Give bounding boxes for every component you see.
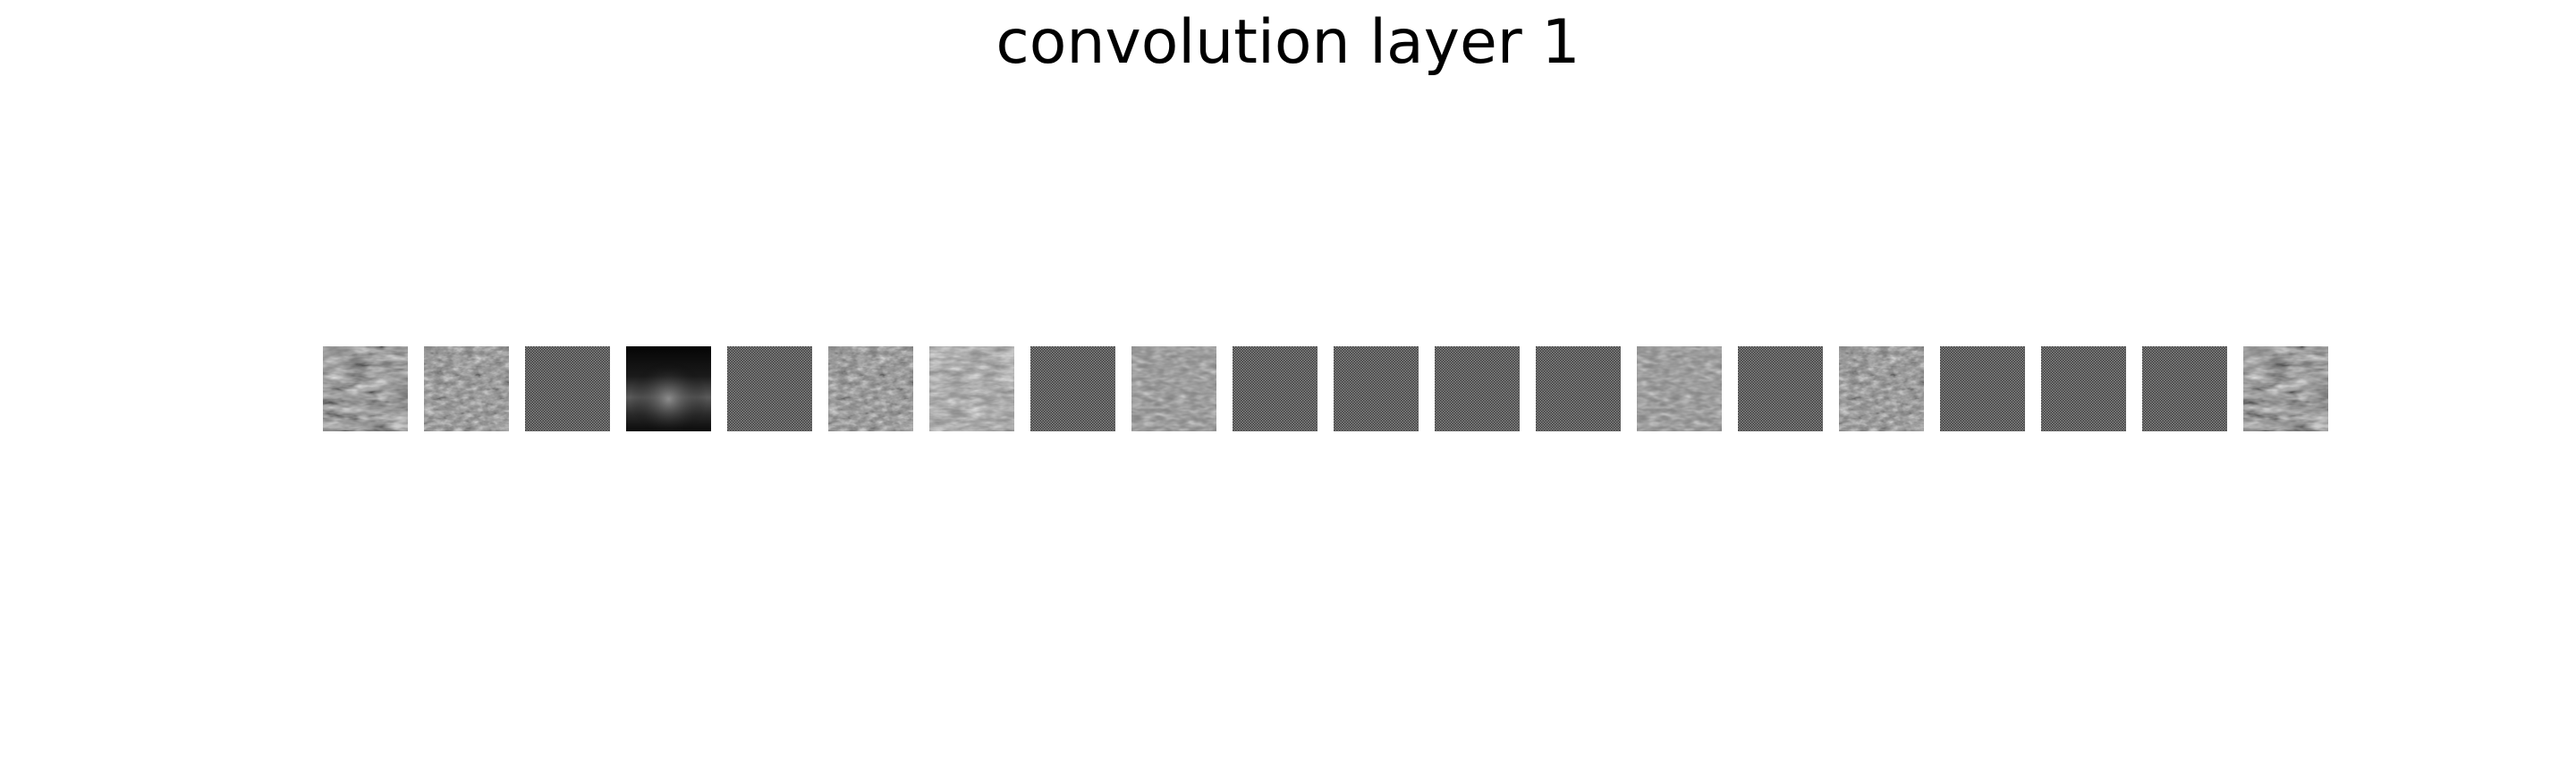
feature-map-tile	[1435, 346, 1520, 431]
feature-map-image	[2243, 346, 2328, 431]
feature-map-image	[1030, 346, 1115, 431]
feature-map-image	[424, 346, 509, 431]
feature-map-image	[1435, 346, 1520, 431]
feature-map-tile	[2243, 346, 2328, 431]
feature-map-image	[525, 346, 610, 431]
feature-map-tile	[828, 346, 913, 431]
feature-map-image	[929, 346, 1014, 431]
feature-map-image	[2041, 346, 2126, 431]
feature-map-image	[1940, 346, 2025, 431]
feature-map-tile	[2041, 346, 2126, 431]
feature-map-tile	[1940, 346, 2025, 431]
feature-map-image	[2142, 346, 2227, 431]
feature-map-image	[1839, 346, 1924, 431]
feature-map-image	[1233, 346, 1318, 431]
feature-map-image	[727, 346, 812, 431]
feature-map-image	[323, 346, 408, 431]
feature-map-tile	[323, 346, 408, 431]
feature-map-image	[1637, 346, 1722, 431]
feature-map-image	[1738, 346, 1823, 431]
feature-map-tile	[626, 346, 711, 431]
feature-map-tile	[1131, 346, 1216, 431]
feature-map-grid	[323, 346, 2328, 431]
feature-map-image	[1334, 346, 1419, 431]
feature-map-image	[1131, 346, 1216, 431]
feature-map-image	[1536, 346, 1621, 431]
feature-map-tile	[1233, 346, 1318, 431]
feature-map-tile	[1637, 346, 1722, 431]
feature-map-tile	[1536, 346, 1621, 431]
feature-map-tile	[525, 346, 610, 431]
feature-map-tile	[424, 346, 509, 431]
feature-map-image	[626, 346, 711, 431]
feature-map-image	[828, 346, 913, 431]
feature-map-tile	[929, 346, 1014, 431]
feature-map-tile	[1334, 346, 1419, 431]
feature-map-tile	[1738, 346, 1823, 431]
feature-map-tile	[2142, 346, 2227, 431]
feature-map-tile	[727, 346, 812, 431]
figure-title: convolution layer 1	[996, 7, 1580, 78]
feature-map-tile	[1030, 346, 1115, 431]
feature-map-tile	[1839, 346, 1924, 431]
